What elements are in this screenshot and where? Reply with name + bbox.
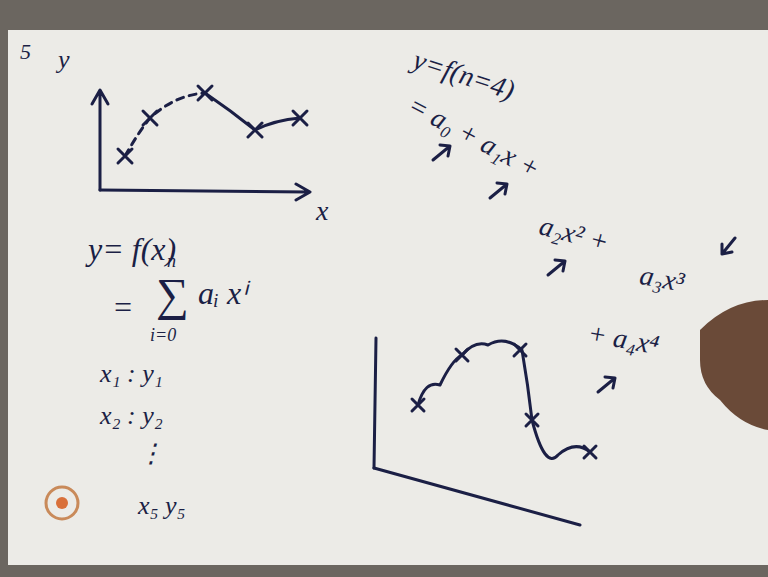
sum-limit: i=0 [150,326,176,346]
sum-symbol: ∑ [156,270,189,321]
data-pair: x₁ : y₁ [100,360,163,389]
equation: y= f(x) [88,232,176,267]
data-points-2 [412,344,596,458]
presenter-hand [700,300,768,430]
sum-term: aᵢ xⁱ [198,276,246,311]
solid-fit [205,93,300,130]
axis-label: x [316,196,328,227]
data-points [118,86,307,163]
dashed-fit [125,93,205,156]
sum-limit: n [167,252,176,272]
coefficient-arrows [433,145,735,392]
x-axis-2 [374,468,580,525]
x-axis [100,184,310,200]
paper-sheet [8,30,768,565]
equals-sign: = [112,290,134,325]
logo [46,487,78,519]
wiggly-curve [418,341,590,458]
y-axis-2 [374,338,376,468]
data-pair: x₅ y₅ [138,492,186,521]
y-axis [92,90,108,190]
axis-label: y [58,46,70,75]
page-number: 5 [20,40,31,64]
ellipsis: ⋮ [138,440,164,469]
data-pair: x₂ : y₂ [100,402,163,431]
